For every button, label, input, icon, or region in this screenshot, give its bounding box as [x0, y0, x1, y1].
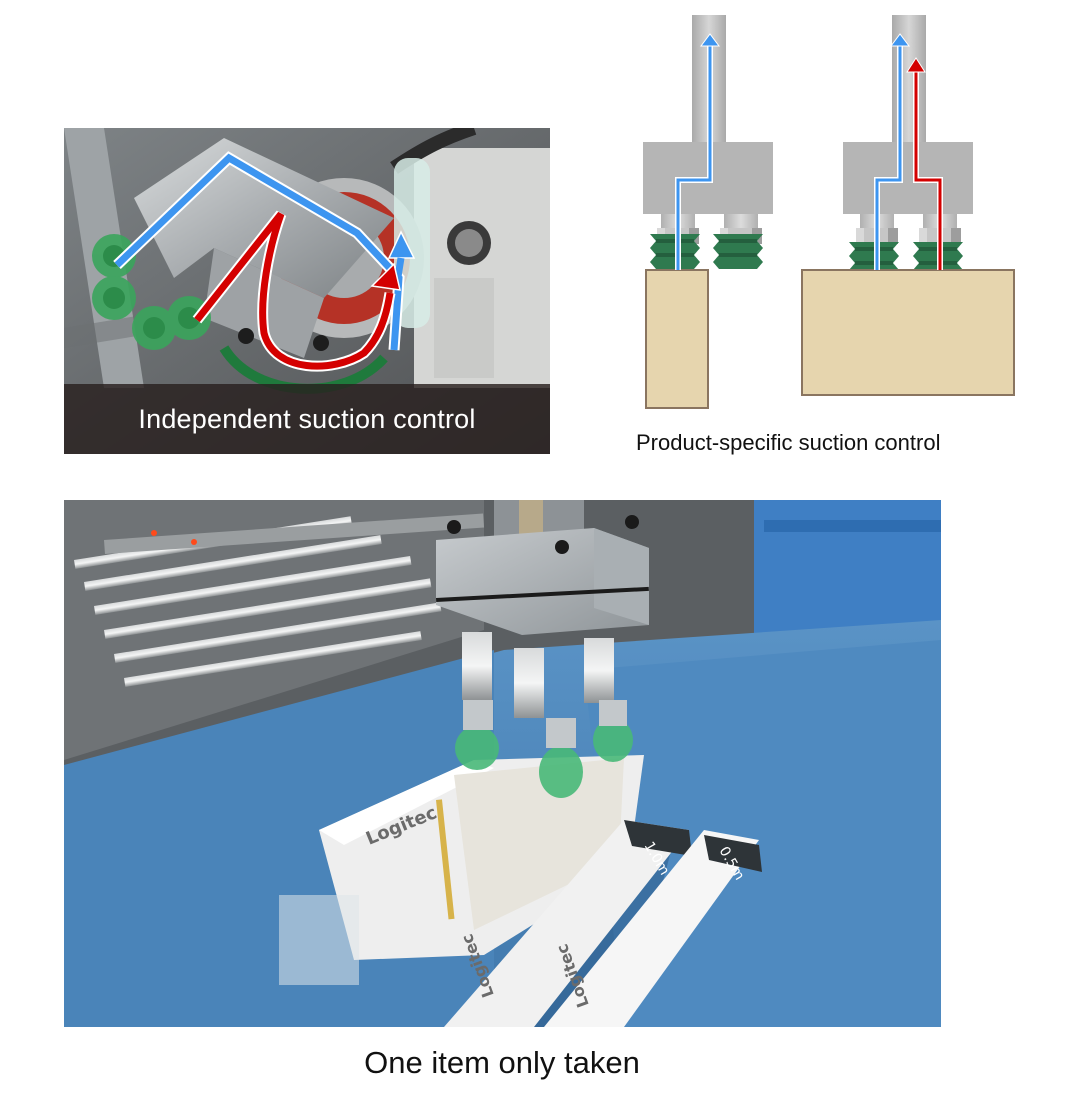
left-gripper-assembly	[643, 15, 773, 409]
independent-suction-photo: Independent suction control	[64, 128, 550, 454]
gripper-head	[436, 500, 649, 798]
independent-suction-caption: Independent suction control	[138, 403, 476, 434]
red-flow-arrow-icon	[192, 210, 401, 372]
gripper-photo-illustration	[64, 128, 550, 454]
one-item-photo: Logitec 1.0m 0.5m Logitec Logitec	[64, 500, 941, 1027]
product-specific-diagram	[630, 10, 1030, 430]
right-gripper-assembly	[801, 15, 1015, 396]
one-item-caption-row: One item only taken	[0, 1045, 1080, 1081]
suction-diagram-svg	[643, 15, 1015, 409]
caption-bar: Independent suction control	[64, 384, 550, 454]
product-specific-caption: Product-specific suction control	[636, 430, 941, 455]
picked-box: Logitec	[279, 755, 644, 985]
bin-boxes: 1.0m 0.5m Logitec Logitec	[444, 820, 762, 1027]
bin-picking-illustration: Logitec 1.0m 0.5m Logitec Logitec	[64, 500, 941, 1027]
one-item-caption: One item only taken	[364, 1045, 640, 1080]
